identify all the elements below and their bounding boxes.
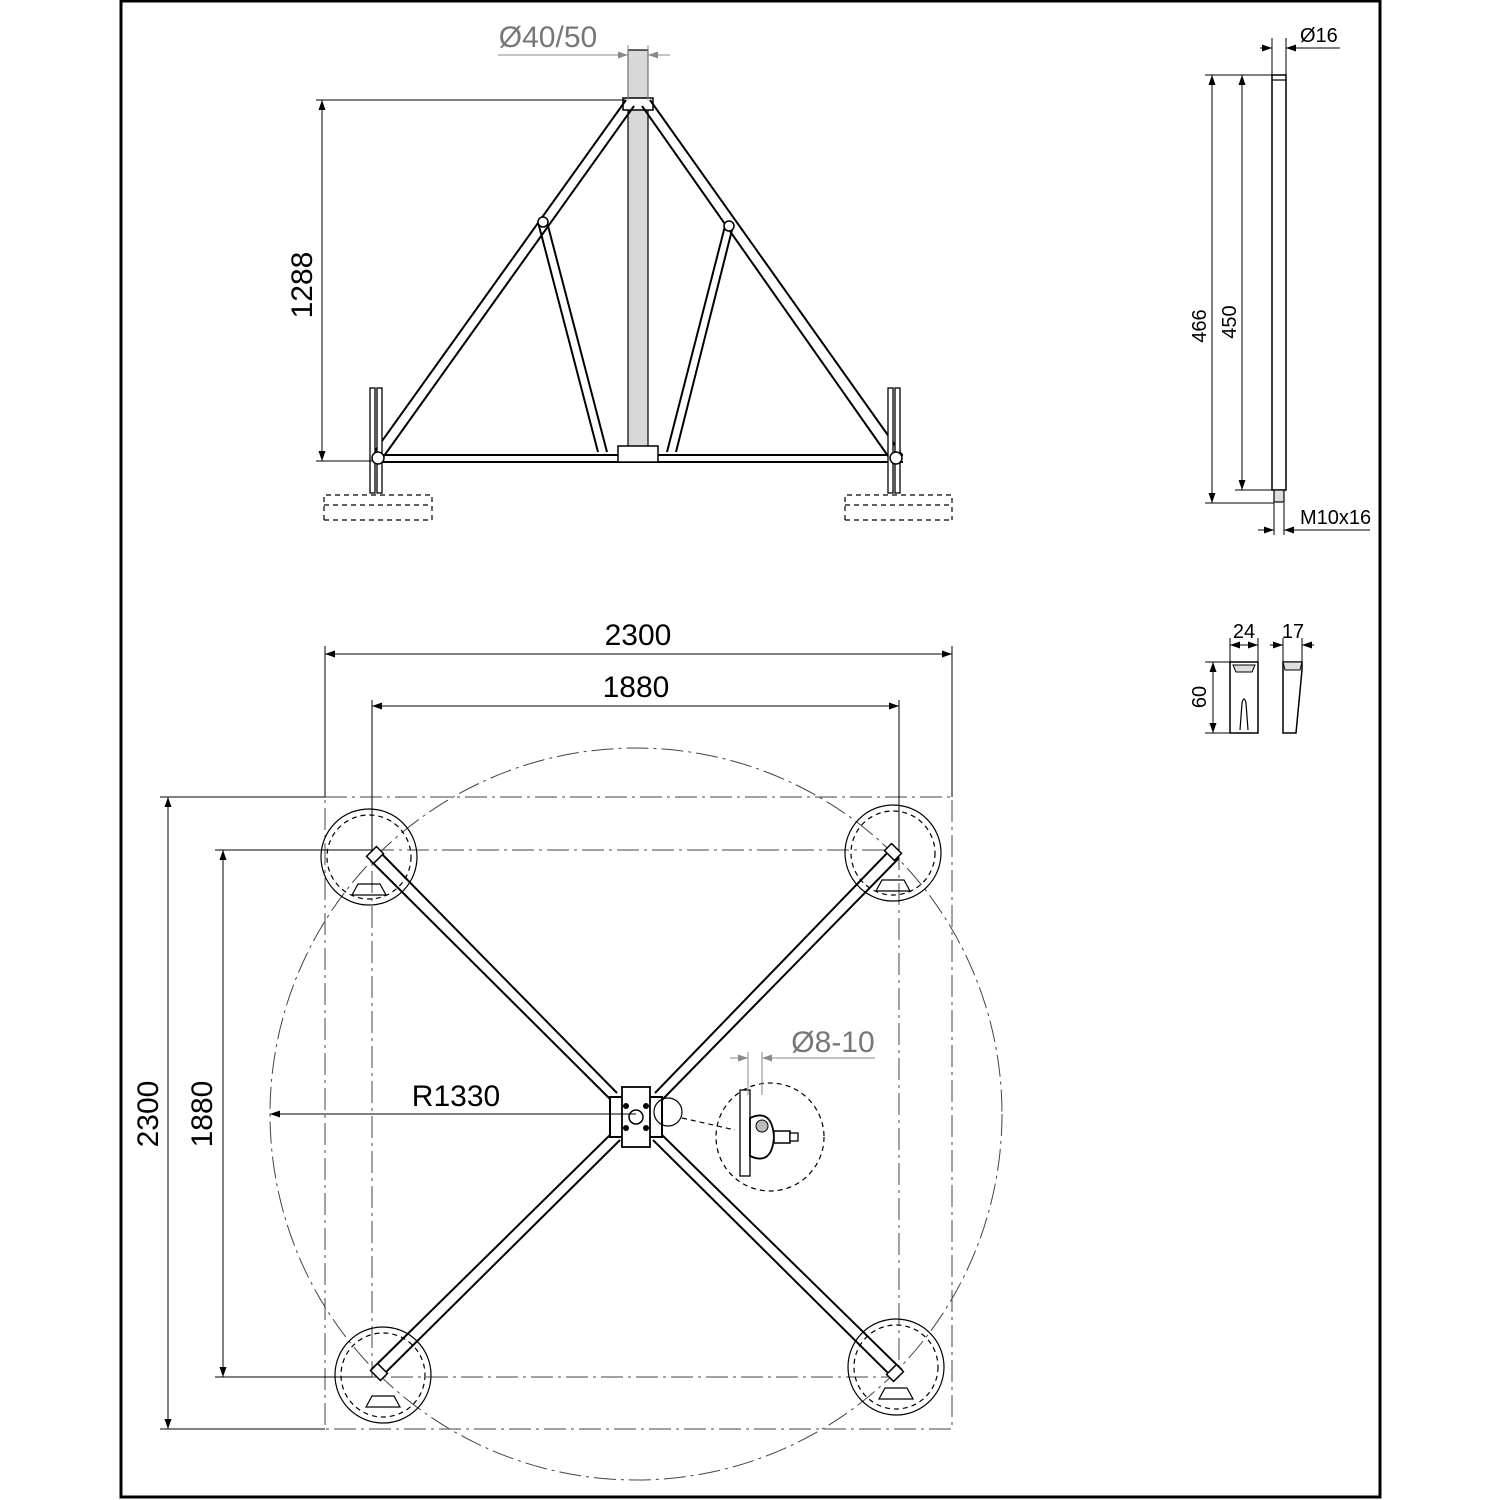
inner-square xyxy=(371,849,900,1378)
rod-detail: Ø16 466 450 M10x16 xyxy=(1189,25,1371,535)
plan-view: Ø8-10 R1330 2300 1880 2300 1880 xyxy=(132,619,1003,1481)
plan-outer-height-label: 2300 xyxy=(132,1081,165,1148)
drawing-frame xyxy=(119,0,1382,1499)
cross-arms xyxy=(365,842,905,1383)
clip-thickness-label: 17 xyxy=(1282,621,1304,643)
side-view: Ø40/50 xyxy=(286,21,953,521)
mast-diameter-label: Ø40/50 xyxy=(499,21,597,54)
tripod-height-label: 1288 xyxy=(286,252,319,319)
tripod-legs xyxy=(369,99,903,494)
central-hub xyxy=(609,1086,683,1148)
base-blocks xyxy=(323,494,953,521)
base-block-tl xyxy=(320,808,418,906)
plan-inner-width-label: 1880 xyxy=(603,671,670,704)
conductor-diameter-label: Ø8-10 xyxy=(791,1026,874,1059)
base-block-tr xyxy=(844,804,942,902)
plan-inner-height-label: 1880 xyxy=(186,1081,219,1148)
rod-total-length-label: 466 xyxy=(1189,309,1211,342)
rod xyxy=(1271,74,1287,491)
clamp-detail: Ø8-10 xyxy=(681,1026,875,1192)
radius-label: R1330 xyxy=(412,1080,500,1113)
base-block-bl xyxy=(334,1326,432,1424)
clip-width-label: 24 xyxy=(1233,621,1255,643)
rod-thread-label: M10x16 xyxy=(1300,507,1371,529)
clip-detail: 24 17 60 xyxy=(1189,621,1314,734)
clip-height-label: 60 xyxy=(1189,686,1211,708)
rod-diameter-label: Ø16 xyxy=(1300,25,1338,47)
plan-outer-width-label: 2300 xyxy=(605,619,672,652)
rod-shaft-length-label: 450 xyxy=(1219,305,1241,338)
base-block-br xyxy=(847,1318,945,1416)
